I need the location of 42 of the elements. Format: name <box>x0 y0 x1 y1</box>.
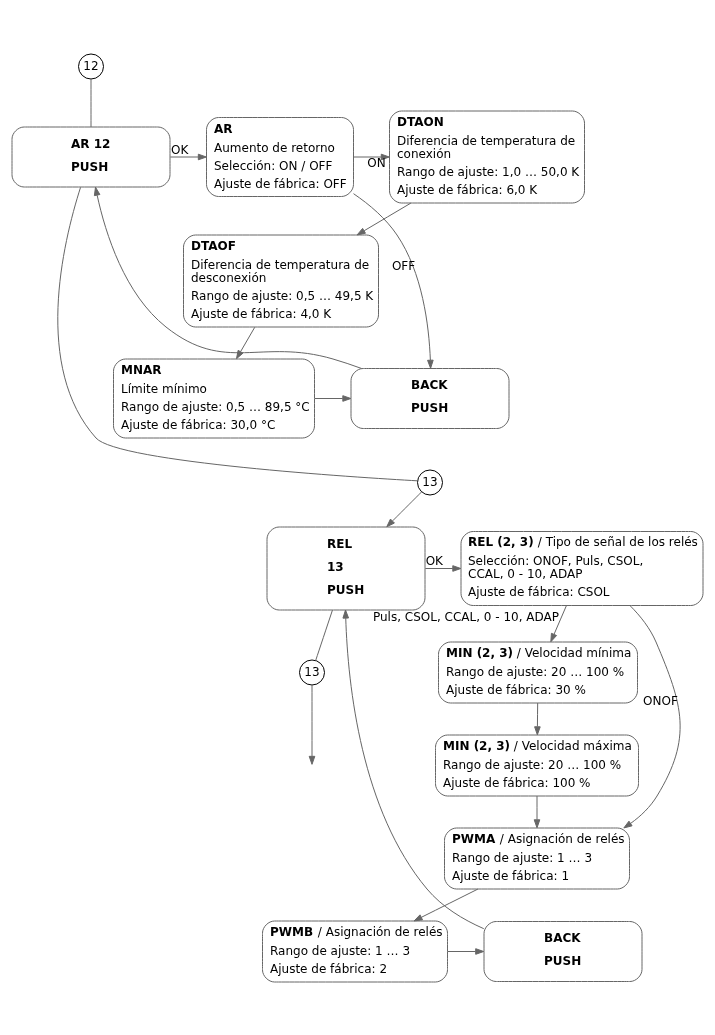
node-box: BACK PUSH <box>350 367 510 429</box>
node-circle: 12 <box>78 53 104 79</box>
arrow <box>424 564 462 572</box>
arrow <box>169 153 207 160</box>
edge-label: OK <box>170 142 189 157</box>
arrow <box>342 609 485 929</box>
arrow <box>623 604 681 828</box>
edge-label: Puls, CSOL, CCAL, 0 - 10, ADAP <box>372 609 560 624</box>
arrow <box>386 490 423 527</box>
connector <box>90 78 92 127</box>
node-box: PWMB / Asignación de relés Rango de ajuste: 1 … 3 Ajuste de fábrica: 2 <box>262 920 448 982</box>
arrow <box>356 202 412 235</box>
node-box: BACK PUSH <box>483 920 643 982</box>
arrow <box>534 702 541 735</box>
edge-label: OFF <box>391 258 416 273</box>
connector <box>57 186 418 481</box>
node-circle: 13 <box>299 659 325 685</box>
node-box: REL 13 PUSH <box>266 526 426 610</box>
edge-label: ON <box>367 155 386 170</box>
arrow <box>447 947 485 955</box>
edge-label: ONOF <box>643 693 678 708</box>
node-box: REL (2, 3) / Tipo de señal de los relés Selección: ONOF, Puls, CSOL, CCAL, 0 - 10, ADAP Ajuste de fábrica: CSOL <box>460 530 704 606</box>
node-box: PWMA / Asignación de relés Rango de ajuste: 1 … 3 Ajuste de fábrica: 1 <box>444 827 630 889</box>
node-box: AR 12 PUSH <box>11 126 171 187</box>
node-box: AR Aumento de retorno Selección: ON / OFF Ajuste de fábrica: OFF <box>206 116 354 197</box>
arrow <box>353 153 390 160</box>
node-box: MNAR Límite mínimo Rango de ajuste: 0,5 … 89,5 °C Ajuste de fábrica: 30,0 °C <box>113 358 315 438</box>
node-box: DTAOF Diferencia de temperatura de desconexión Rango de ajuste: 0,5 … 49,5 K Ajuste de fábrica: 4,0 K <box>183 234 379 327</box>
arrow <box>353 192 434 369</box>
arrow <box>93 186 362 369</box>
node-circle: 13 <box>417 469 443 495</box>
arrow <box>550 604 567 642</box>
arrow <box>236 326 256 359</box>
edge-label: OK <box>425 553 443 568</box>
arrow <box>314 394 352 402</box>
connector <box>315 609 333 661</box>
node-box: MIN (2, 3) / Velocidad máxima Rango de ajuste: 20 … 100 % Ajuste de fábrica: 100 % <box>435 734 639 796</box>
node-box: DTAON Diferencia de temperatura de conexión Rango de ajuste: 1,0 … 50,0 K Ajuste de fábrica: 6,0 K <box>389 110 585 203</box>
node-box: MIN (2, 3) / Velocidad mínima Rango de ajuste: 20 … 100 % Ajuste de fábrica: 30 % <box>438 641 638 703</box>
arrow <box>413 888 479 921</box>
arrow <box>533 795 541 828</box>
arrow <box>308 684 316 765</box>
